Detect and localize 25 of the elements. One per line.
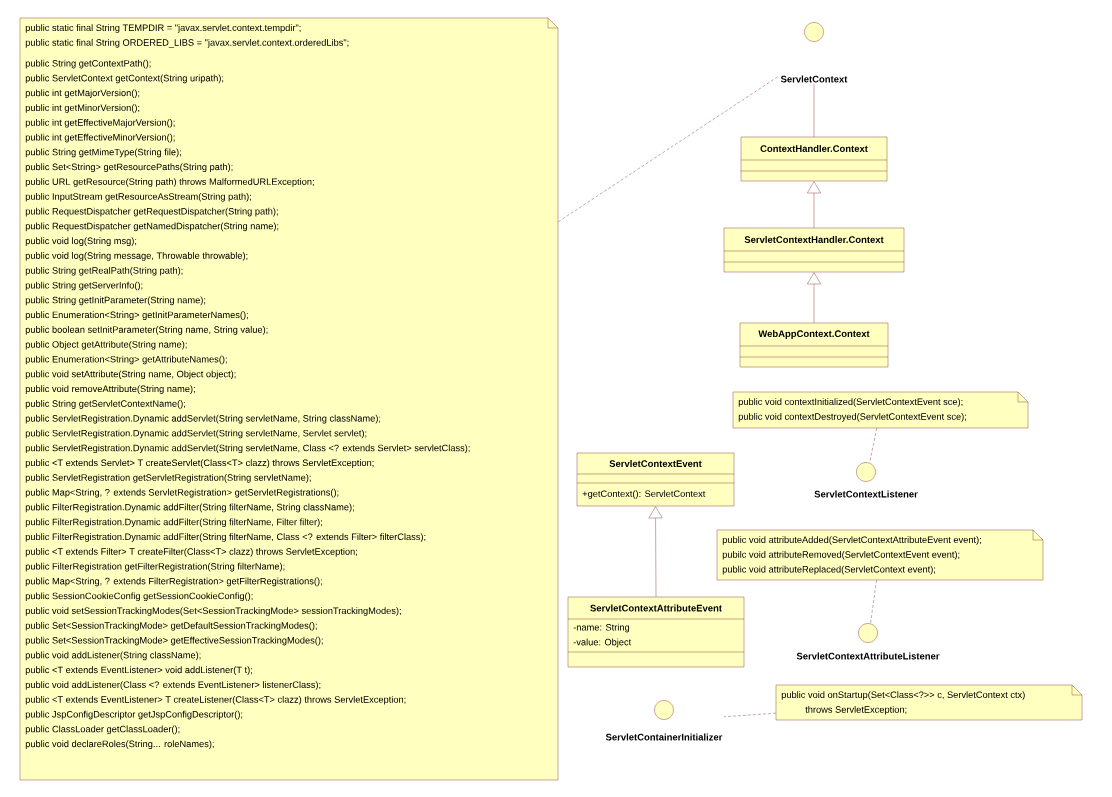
leader-line (870, 580, 877, 624)
class-box: ServletContextHandler.Context (723, 227, 905, 273)
generalization-arrow (807, 272, 821, 323)
node-label: ServletContainerInitializer (605, 733, 723, 741)
leader-line (869, 428, 877, 463)
interface-lollipop: ServletContainerInitializer (605, 700, 723, 741)
node-label: ServletContextAttributeListener (796, 652, 940, 660)
interface-lollipop: ServletContextAttributeListener (796, 623, 940, 660)
class-box: ServletContextAttributeEvent -name: String -value: Object (567, 596, 745, 668)
note: public static final String TEMPDIR = "javax.servlet.context.tempdir"; public static final String ORDERED_LIBS = "javax.servlet.context.orderedLibs"; public String getContextPath(); public ServletContext getContext(String uripath); public int getMajorVersion(); public int getMinorVersion(); public int getEffectiveMajorVersion(); public int getEffectiveMinorVersion(); public String getMimeType(String file); public Set<String> getResourcePaths(String path); public URL getResource(String path) throws MalformedURLException; public InputStream getResourceAsStream(String path); public RequestDispatcher getRequestDispatcher(String path); public RequestDispatcher getNamedDispatcher(String name); public void log(String msg); public void log(String message, Throwable throwable); public String getRealPath(String path); public String getServerInfo(); public String getInitParameter(String name); public Enumeration<String> getInitParameterNames(); public boolean setInitParameter(String name, String value); public Object getAttribute(String name); public Enumeration<String> getAttributeNames(); public void setAttribute(String name, Object object); public void removeAttribute(String name); public String getServletContextName(); public ServletRegistration.Dynamic addServlet(String servletName, String className); public ServletRegistration.Dynamic addServlet(String servletName, Servlet servlet); public ServletRegistration.Dynamic addServlet(String servletName, Class <? extends Servlet> servletClass); public <T extends Servlet> T createServlet(Class<T> clazz) throws ServletException; public ServletRegistration getServletRegistration(String servletName); public Map<String, ? extends ServletRegistration> getServletRegistrations(); public FilterRegistration.Dynamic addFilter(String filterName, String className); public FilterRegistration.Dynamic addFilter(String filterName, Filter filter); public FilterRegistration.Dynamic addFilter(String filterName, Class <? extends Filter> filterClass); public <T extends Filter> T createFilter(Class<T> clazz) throws ServletException; public FilterRegistration getFilterRegistration(String filterName); public Map<String, ? extends FilterRegistration> getFilterRegistrations(); public SessionCookieConfig getSessionCookieConfig(); public void setSessionTrackingModes(Set<SessionTrackingMode> sessionTrackingModes); public Set<SessionTrackingMode> getDefaultSessionTrackingModes(); public Set<SessionTrackingMode> getEffectiveSessionTrackingModes(); public void addListener(String className); public <T extends EventListener> void addListener(T t); public void addListener(Class <? extends EventListener> listenerClass); public <T extends EventListener> T createListener(Class<T> clazz) throws ServletException; public JspConfigDescriptor getJspConfigDescriptor(); public ClassLoader getClassLoader(); public void declareRoles(String... roleNames); (19, 17, 559, 781)
generalization-arrow (807, 181, 821, 228)
leader-line (723, 712, 776, 718)
class-box: ServletContextEvent +getContext(): ServletContext (576, 452, 735, 507)
node-label: ServletContextListener (814, 490, 918, 498)
note: public void attributeAdded(ServletContextAttributeEvent event); pubilc void attributeRemoved(ServletContextEvent event); public void attributeReplaced(ServletContext event); (716, 529, 1044, 581)
interface-lollipop: ServletContext (780, 22, 848, 83)
class-box: ContextHandler.Context (740, 136, 888, 182)
node-label: ServletContext (780, 75, 848, 83)
generalization-arrow (648, 506, 663, 597)
interface-lollipop: ServletContextListener (814, 462, 918, 498)
note: public void contextInitialized(ServletContextEvent sce); public void contextDestroyed(ServletContextEvent sce); (732, 391, 1029, 429)
class-box: WebAppContext.Context (739, 322, 889, 368)
line (813, 83, 815, 137)
note: public void onStartup(Set<Class<?>> c, ServletContext ctx) throws ServletException; (775, 684, 1083, 721)
leader-line (558, 75, 780, 222)
